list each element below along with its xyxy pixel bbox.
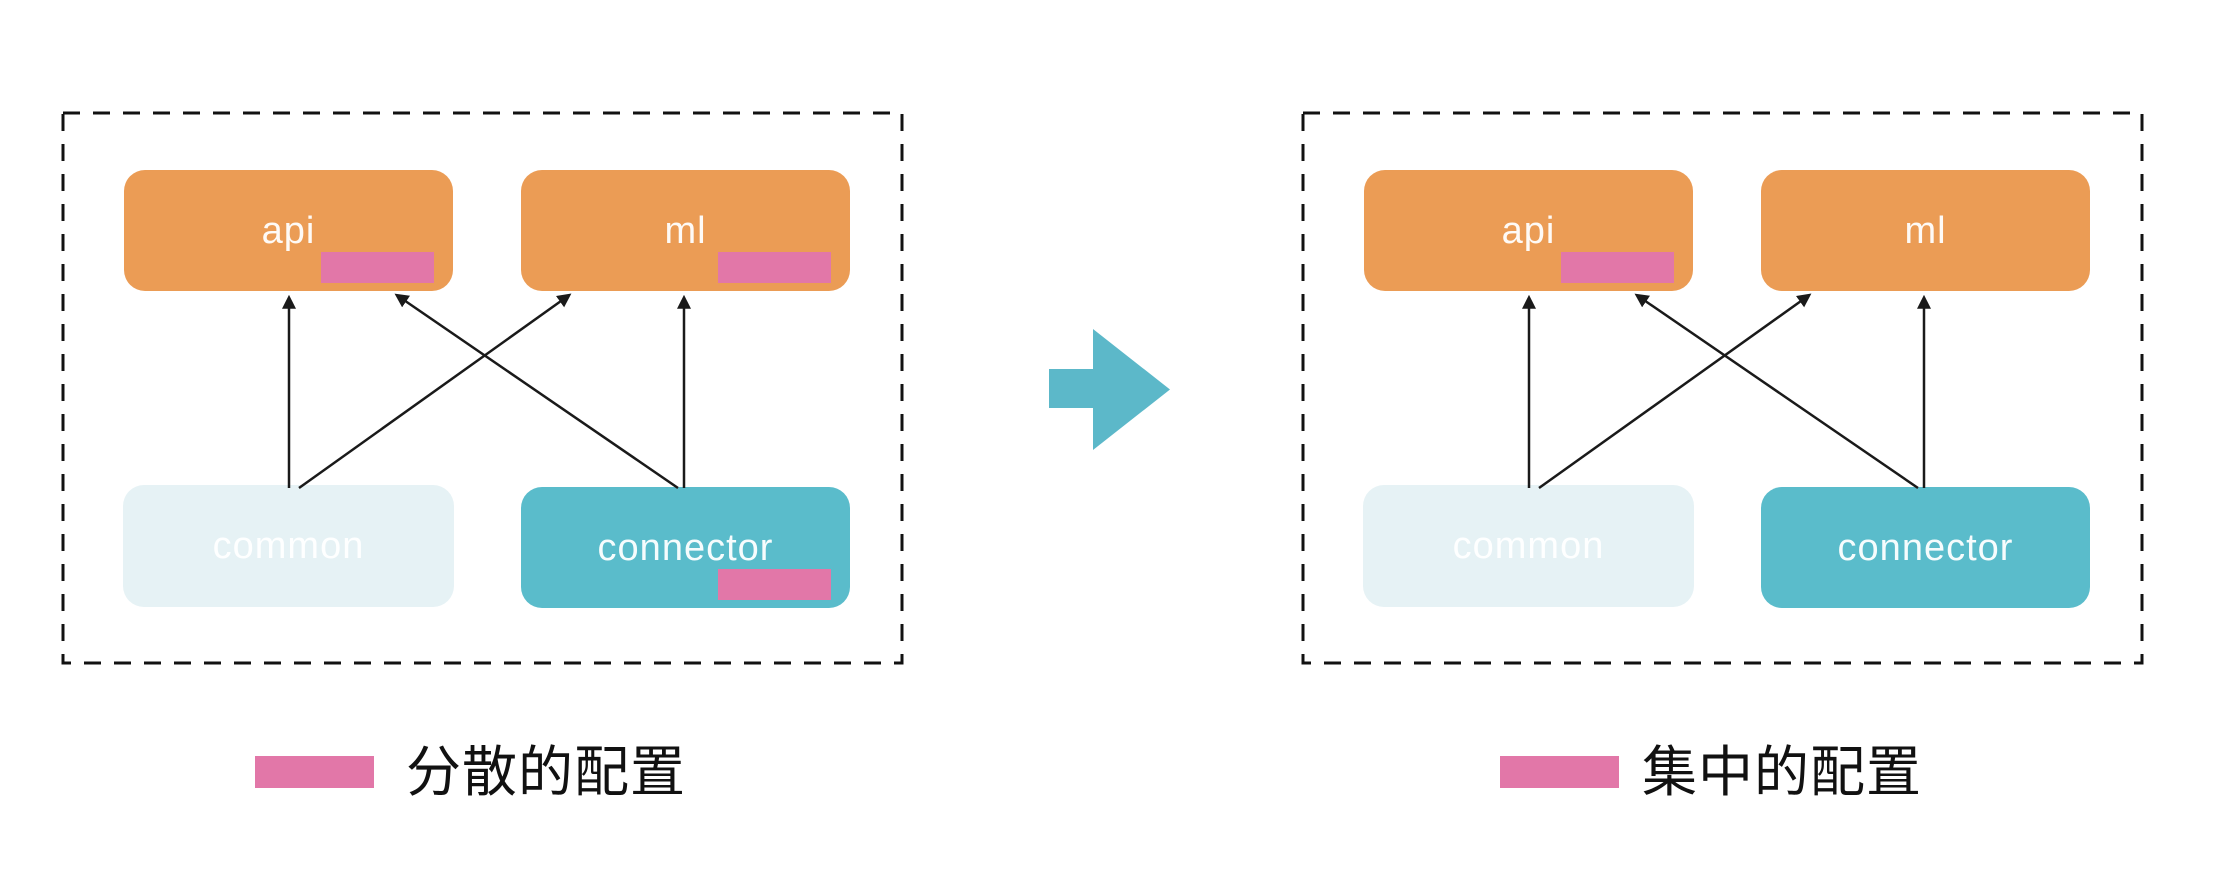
node-common: common <box>1363 485 1694 607</box>
panel-after: api ml common connector <box>1303 113 2142 663</box>
node-ml: ml <box>521 170 850 291</box>
config-badge <box>718 252 831 283</box>
node-connector-label: connector <box>1837 526 2014 569</box>
legend-after: 集中的配置 <box>1500 742 1922 803</box>
config-badge <box>321 252 434 283</box>
node-api: api <box>1364 170 1693 291</box>
config-badge <box>718 569 831 600</box>
node-common: common <box>123 485 454 607</box>
node-api: api <box>124 170 453 291</box>
node-api-label: api <box>1501 209 1556 252</box>
node-connector-label: connector <box>597 526 774 569</box>
transform-arrow-icon <box>1049 329 1170 450</box>
node-ml: ml <box>1761 170 2090 291</box>
node-ml-label: ml <box>664 209 707 252</box>
legend-swatch-pink <box>1500 756 1619 789</box>
legend-before-label: 分散的配置 <box>406 741 687 803</box>
legend-before: 分散的配置 <box>255 742 686 803</box>
node-connector: connector <box>1761 487 2090 608</box>
node-common-label: common <box>1452 525 1605 567</box>
node-api-label: api <box>261 209 316 252</box>
node-connector: connector <box>521 487 850 608</box>
node-ml-label: ml <box>1904 209 1947 252</box>
legend-swatch-pink <box>255 756 374 789</box>
config-badge <box>1561 252 1674 283</box>
node-common-label: common <box>212 525 365 567</box>
panel-before: api ml common connector <box>63 113 902 663</box>
legend-after-label: 集中的配置 <box>1642 741 1923 803</box>
